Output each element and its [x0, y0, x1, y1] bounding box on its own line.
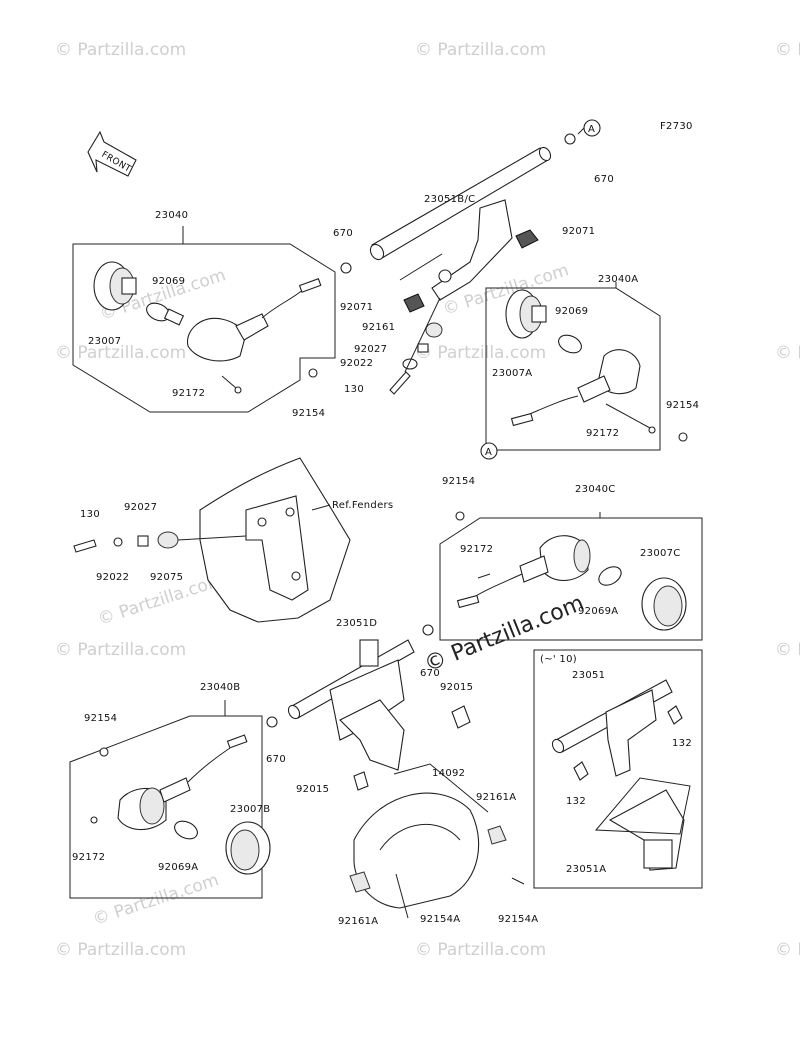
figure-code: F2730	[660, 121, 693, 132]
cover-14092	[349, 763, 525, 919]
part-label: 92172	[460, 544, 493, 555]
part-label: 23040A	[598, 274, 638, 285]
part-label: 23051B/C	[424, 194, 475, 205]
front-arrow-icon: FRONT	[87, 130, 137, 177]
part-label: 92154	[292, 408, 325, 419]
inset-early-models: (~' 10)	[533, 649, 703, 889]
mount-23051d	[266, 624, 471, 791]
part-label: 92022	[96, 572, 129, 583]
callout-a-label: A	[588, 124, 595, 135]
part-label: 23040C	[575, 484, 616, 495]
watermark: © Partzilla.com	[775, 940, 800, 960]
watermark: © Partzilla.com	[55, 940, 186, 960]
watermark: © Partzilla.com	[775, 343, 800, 363]
part-label: 132	[672, 738, 692, 749]
part-label: 130	[80, 509, 100, 520]
part-labels: 670 23051B/C 92071 23040 670 23040A 9206…	[72, 174, 699, 927]
group-23040c	[439, 511, 703, 641]
group-23040b	[69, 700, 271, 899]
part-label: 92069	[152, 276, 185, 287]
watermark: © Partzilla.com	[775, 40, 800, 60]
part-label: 670	[594, 174, 614, 185]
part-label: 23051A	[566, 864, 606, 875]
part-label: 92154	[442, 476, 475, 487]
callout-a-label: A	[485, 447, 492, 458]
watermark: © Partzilla.com	[55, 640, 186, 660]
part-label: 670	[266, 754, 286, 765]
part-label: 92027	[124, 502, 157, 513]
part-label: 92022	[340, 358, 373, 369]
part-label: 23040B	[200, 682, 240, 693]
watermark: © Partzilla.com	[775, 640, 800, 660]
part-label: 92154	[84, 713, 117, 724]
part-label: 92172	[586, 428, 619, 439]
watermark: © Partzilla.com	[415, 40, 546, 60]
part-label: 92071	[340, 302, 373, 313]
part-label: 670	[420, 668, 440, 679]
part-label: 92161	[362, 322, 395, 333]
bracket-23051bc	[340, 133, 576, 395]
part-label: 92154	[666, 400, 699, 411]
part-label: 92015	[440, 682, 473, 693]
watermark: © Partzilla.com	[415, 343, 546, 363]
part-label: 23051D	[336, 618, 377, 629]
part-label: 92161A	[476, 792, 516, 803]
part-label: 14092	[432, 768, 465, 779]
group-23040	[72, 226, 336, 413]
part-label: 92069A	[578, 606, 618, 617]
watermark: © Partzilla.com	[90, 870, 221, 930]
part-label: 23007C	[640, 548, 681, 559]
part-label: 23051	[572, 670, 605, 681]
watermark: © Partzilla.com	[415, 940, 546, 960]
watermark: © Partzilla.com	[55, 343, 186, 363]
group-23040a: A	[480, 282, 688, 460]
ref-fenders-label: Ref.Fenders	[332, 500, 393, 511]
rear-fender-reference	[199, 457, 351, 623]
part-label: 92161A	[338, 916, 378, 927]
part-label: 92154A	[420, 914, 460, 925]
part-label: 92071	[562, 226, 595, 237]
variant-note: (~' 10)	[540, 654, 577, 665]
part-label: 92069	[555, 306, 588, 317]
part-label: 132	[566, 796, 586, 807]
fastener-set-left	[73, 531, 247, 553]
part-label: 23007A	[492, 368, 532, 379]
part-label: 130	[344, 384, 364, 395]
part-label: 92015	[296, 784, 329, 795]
part-label: 92075	[150, 572, 183, 583]
part-label: 92172	[72, 852, 105, 863]
callout-a-top: A	[577, 119, 601, 137]
part-label: 23040	[155, 210, 188, 221]
part-label: 23007	[88, 336, 121, 347]
watermark: © Partzilla.com	[55, 40, 186, 60]
part-label: 92027	[354, 344, 387, 355]
part-label: 92069A	[158, 862, 198, 873]
part-label: 92154A	[498, 914, 538, 925]
part-label: 670	[333, 228, 353, 239]
part-label: 23007B	[230, 804, 270, 815]
part-label: 92172	[172, 388, 205, 399]
